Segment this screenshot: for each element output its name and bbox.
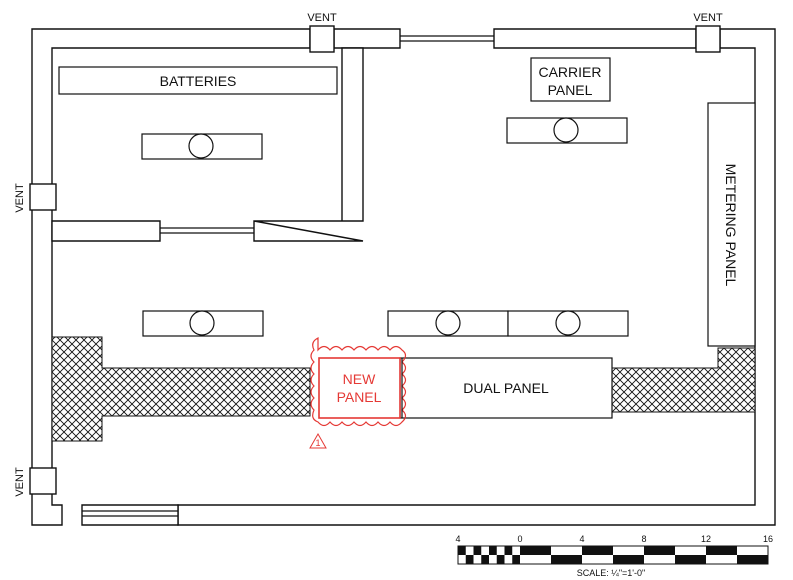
revision-cloud [310, 337, 407, 427]
new-panel [318, 357, 401, 419]
dual-panel [399, 357, 613, 419]
carrier-panel [530, 57, 611, 102]
battery-room-wall [51, 47, 364, 242]
fixtures [141, 117, 629, 337]
outer-wall [31, 28, 776, 526]
scale-cell [551, 555, 582, 564]
scale-cell [504, 546, 513, 555]
scale-cell [496, 555, 505, 564]
scale-cell [644, 546, 675, 555]
metering-panel [707, 102, 756, 347]
carrier-label-line1: CARRIER [538, 64, 601, 80]
scale-tick: 8 [641, 534, 646, 544]
vent-left-upper [29, 183, 57, 211]
scale-cell [520, 546, 551, 555]
scale-cell [582, 546, 613, 555]
scale-checker [458, 546, 768, 564]
batteries-label: BATTERIES [160, 73, 237, 89]
vent-label-top-left: VENT [307, 12, 337, 24]
scale-tick: 4 [455, 534, 460, 544]
cable-tray [51, 336, 311, 442]
scale-cell [458, 546, 466, 555]
vent-left-lower [29, 467, 57, 495]
vents [29, 25, 721, 495]
scale-cell [706, 546, 737, 555]
metering-label: METERING PANEL [723, 164, 739, 287]
scale-cell [613, 555, 644, 564]
scale-cell [489, 546, 497, 555]
fixture-left [142, 310, 264, 337]
cable-tray-right [611, 347, 756, 413]
scale-cell [465, 555, 474, 564]
vent-label-left-upper: VENT [14, 183, 26, 213]
vent-top-left [309, 25, 335, 53]
scale-tick: 0 [517, 534, 522, 544]
new-panel-label-line2: PANEL [337, 389, 382, 405]
scale-cell [675, 555, 706, 564]
fixture-center [387, 310, 509, 337]
carrier-label-line2: PANEL [548, 82, 593, 98]
scale-cell [473, 546, 482, 555]
vent-label-left-lower: VENT [14, 467, 26, 497]
batteries-panel [58, 66, 338, 95]
new-panel-label-line1: NEW [343, 371, 376, 387]
fixture-carrier [506, 117, 628, 144]
scale-cell [737, 555, 768, 564]
scale-tick-labels: 4 0 4 8 12 16 [455, 534, 773, 544]
dual-panel-label: DUAL PANEL [463, 380, 549, 396]
wall-openings [82, 35, 494, 517]
scale-tick: 16 [763, 534, 773, 544]
vent-label-top-right: VENT [693, 12, 723, 24]
scale-tick: 12 [701, 534, 711, 544]
revision-delta-icon: 1 [309, 432, 327, 449]
scale-cell [512, 555, 520, 564]
fixture-right [507, 310, 629, 337]
scale-tick: 4 [579, 534, 584, 544]
scale-note: SCALE: ¼"=1'-0" [577, 568, 645, 578]
scale-cell [481, 555, 489, 564]
fixture-battery-room [141, 133, 263, 160]
scale-bar: 4 0 4 8 12 16 SCALE: ¼"=1'-0" [455, 534, 773, 578]
vent-top-right [695, 25, 721, 53]
revision-marker-text: 1 [315, 438, 320, 448]
